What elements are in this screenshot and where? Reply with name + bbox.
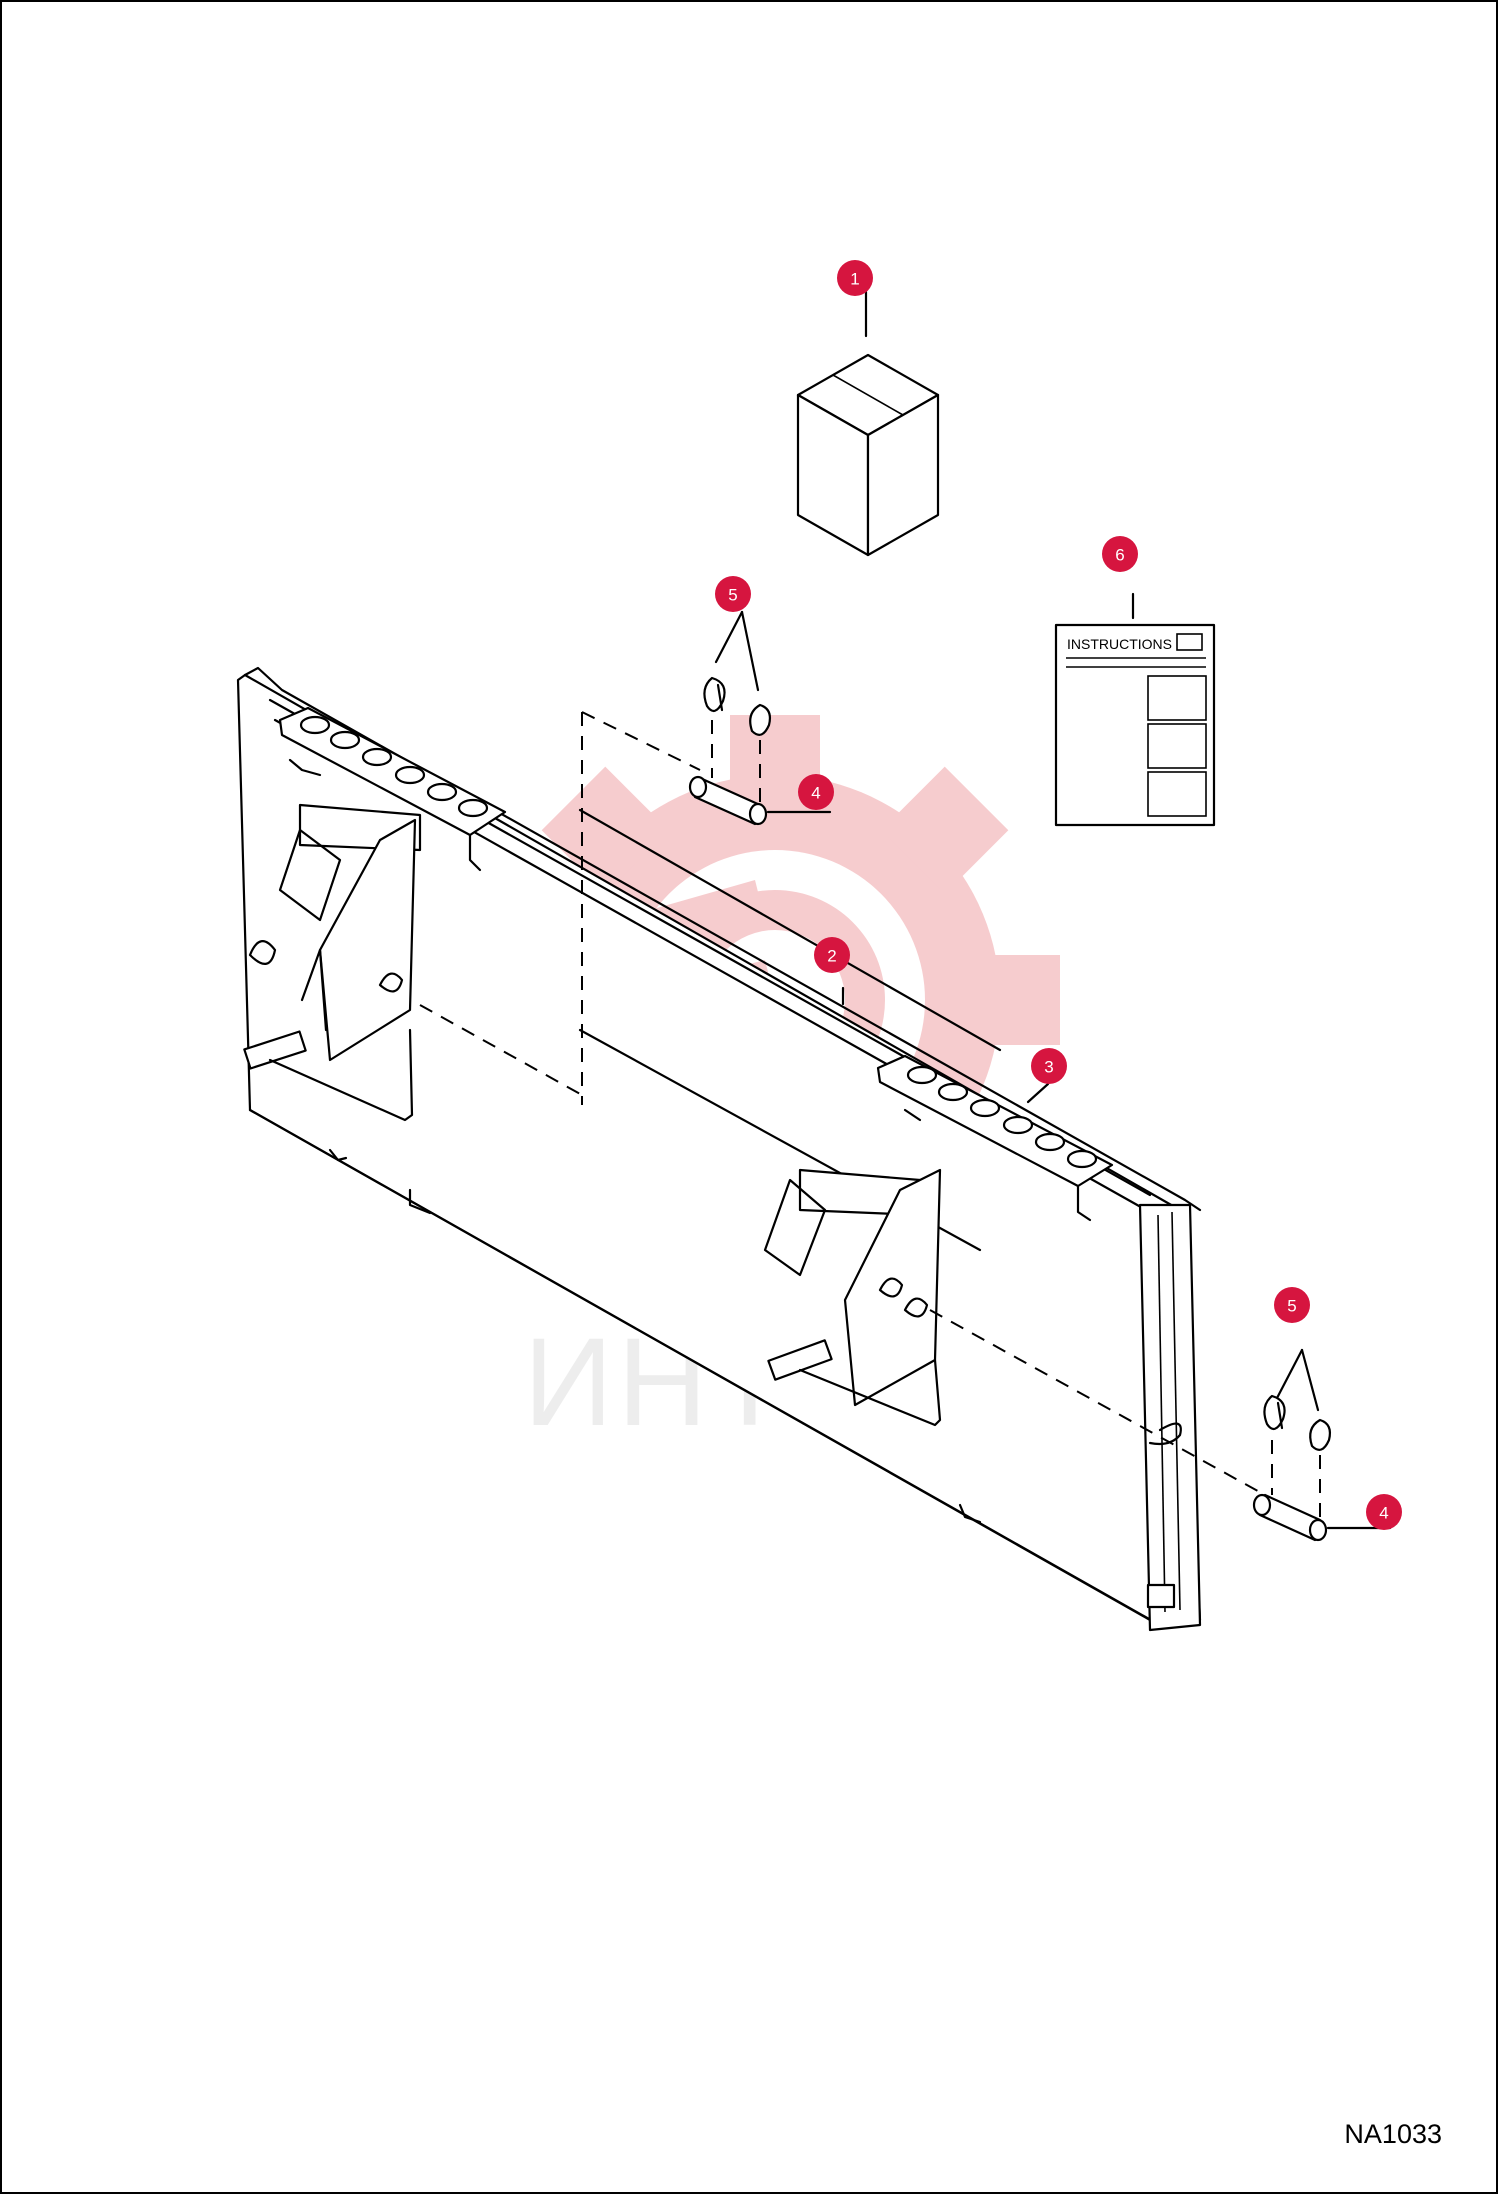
part-box (796, 290, 940, 557)
callout-layer: 1 2 3 4 4 5 5 6 (715, 260, 1402, 1530)
callout-5b: 5 (1274, 1287, 1310, 1323)
part-pin-upper (688, 775, 832, 826)
assembly-dash-lines (419, 711, 1266, 1496)
callout-balloon (1274, 1287, 1310, 1323)
callout-balloon (1031, 1048, 1067, 1084)
callout-number: 2 (827, 947, 836, 966)
callout-4a: 4 (798, 774, 834, 810)
part-instructions-sheet: INSTRUCTIONS (1054, 592, 1216, 827)
callout-3: 3 (1031, 1048, 1067, 1084)
callout-number: 5 (728, 586, 737, 605)
callout-number: 6 (1115, 546, 1124, 565)
callout-2: 2 (814, 937, 850, 973)
callout-number: 4 (1379, 1504, 1388, 1523)
part-clips-upper (703, 610, 772, 805)
callout-balloon (1366, 1494, 1402, 1530)
part-attach-plate (236, 666, 1202, 1632)
instructions-label: INSTRUCTIONS (1067, 636, 1172, 652)
callout-1: 1 (837, 260, 873, 296)
callout-5a: 5 (715, 576, 751, 612)
part-clips-lower (1263, 1348, 1332, 1525)
callout-4b: 4 (1366, 1494, 1402, 1530)
callout-number: 4 (811, 784, 820, 803)
callout-number: 1 (850, 270, 859, 289)
callout-balloon (798, 774, 834, 810)
callout-balloon (715, 576, 751, 612)
drawing-reference-number: NA1033 (1344, 2119, 1442, 2149)
callout-number: 5 (1287, 1297, 1296, 1316)
callout-balloon (1102, 536, 1138, 572)
callout-number: 3 (1044, 1058, 1053, 1077)
callout-6: 6 (1102, 536, 1138, 572)
part-hook-bars (278, 706, 1114, 1222)
callout-balloon (814, 937, 850, 973)
callout-balloon (837, 260, 873, 296)
